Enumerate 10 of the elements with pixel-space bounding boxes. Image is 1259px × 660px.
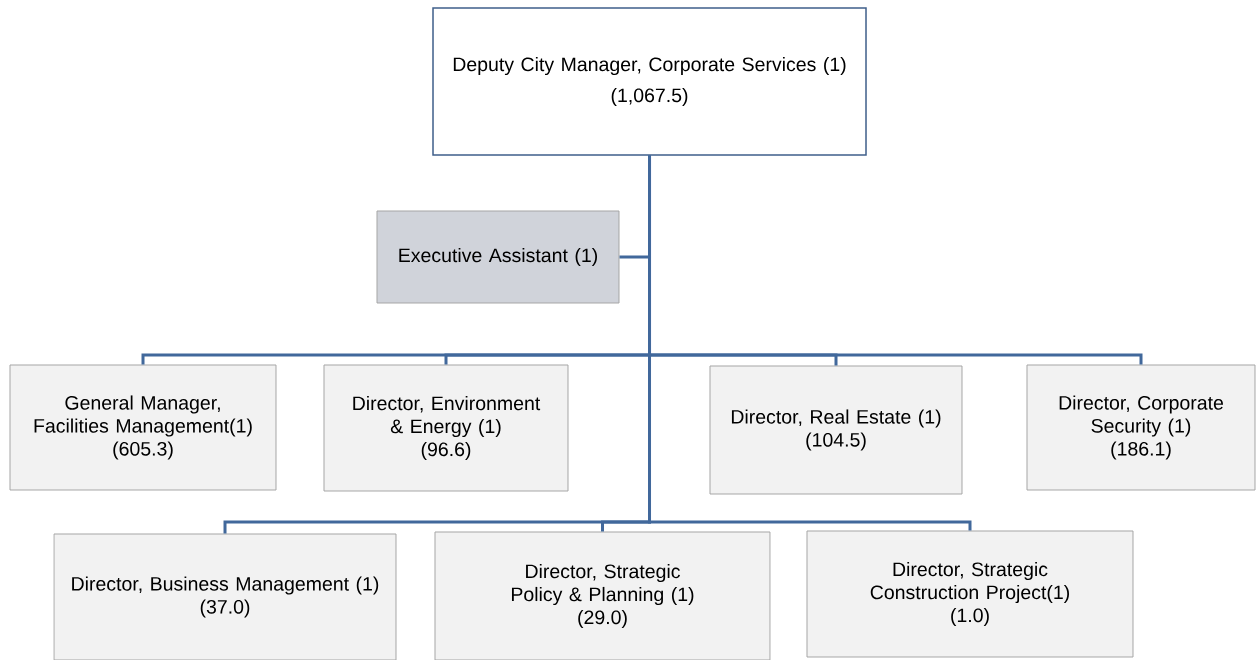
- org-box: Director, Business Management (1) (37.0): [53, 533, 397, 660]
- org-box: Director, Real Estate (1) (104.5): [709, 365, 963, 495]
- org-box: Director, Environment & Energy (1) (96.6): [323, 364, 569, 492]
- org-box: Deputy City Manager, Corporate Services (1) (1,067.5): [432, 7, 867, 156]
- connector-line: [648, 155, 972, 531]
- org-box: Director, Strategic Construction Project(1) (1.0): [806, 530, 1134, 658]
- org-box: Director, Strategic Policy & Planning (1) (29.0): [434, 531, 771, 660]
- org-box: Director, Corporate Security (1) (186.1): [1026, 364, 1256, 491]
- org-box: General Manager, Facilities Management(1) (605.3): [9, 364, 277, 491]
- assistant-box: Executive Assistant (1): [376, 210, 620, 304]
